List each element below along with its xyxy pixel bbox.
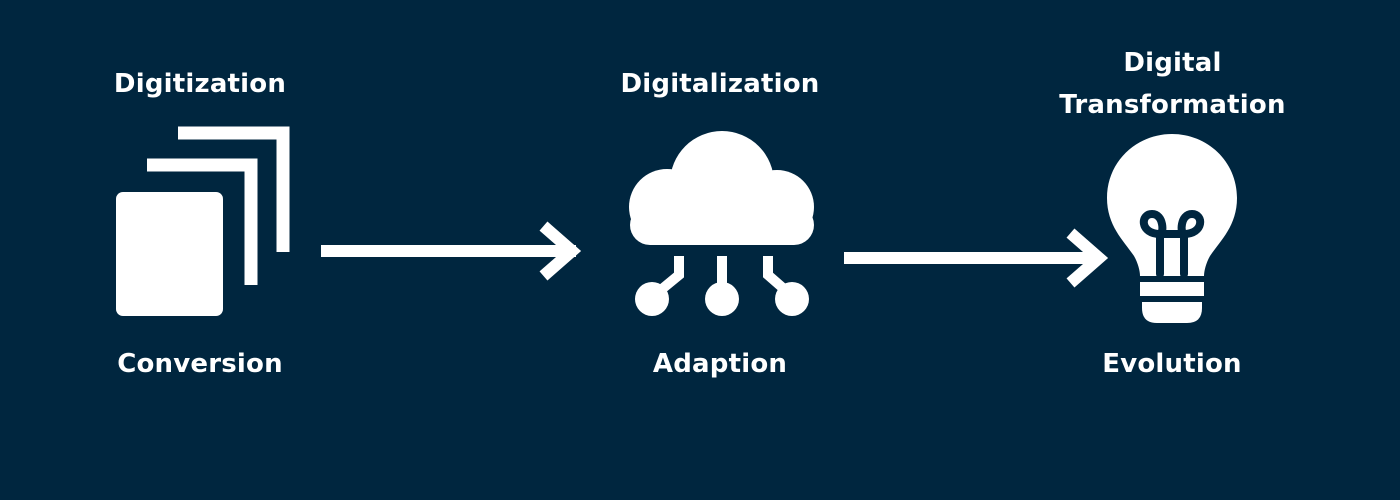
lightbulb-icon	[1107, 134, 1237, 323]
stage-subtitle-conversion: Conversion	[117, 349, 283, 379]
stage-title-digitalization: Digitalization	[620, 69, 820, 99]
arrow-right-icon	[844, 228, 1109, 288]
stage-subtitle-evolution: Evolution	[1102, 349, 1242, 379]
stage-title-digitization: Digitization	[113, 69, 287, 99]
cloud-network-icon	[629, 131, 814, 316]
arrow-right-icon	[321, 221, 582, 281]
documents-stack-icon	[116, 126, 290, 316]
stage-title-digital-transformation: Digital Transformation	[1059, 48, 1286, 120]
stage-subtitle-adaption: Adaption	[652, 349, 788, 379]
